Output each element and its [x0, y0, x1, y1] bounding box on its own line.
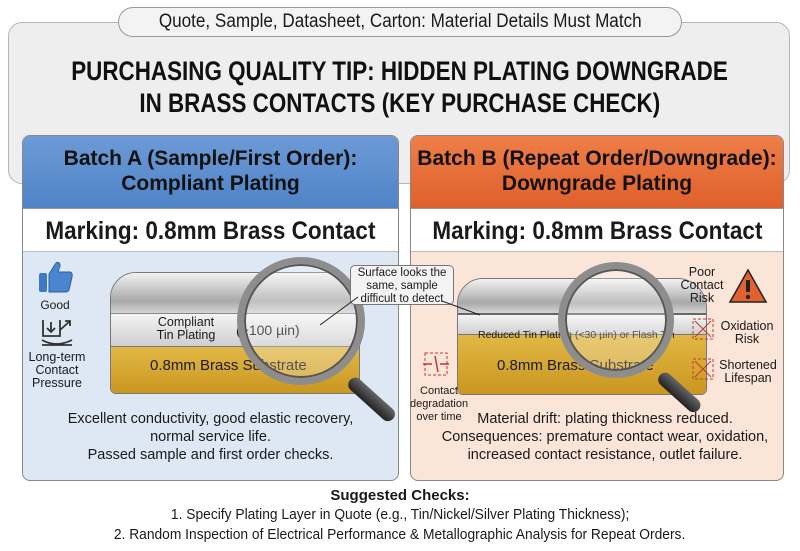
- shortened-lifespan-icon: [692, 358, 714, 380]
- banner: Quote, Sample, Datasheet, Carton: Materi…: [118, 7, 682, 37]
- callout-pointers: [319, 296, 481, 326]
- checks-item-1: 1. Specify Plating Layer in Quote (e.g.,…: [0, 506, 800, 523]
- magnifier-icon: [558, 262, 674, 378]
- page-title-line-1: PURCHASING QUALITY TIP: HIDDEN PLATING D…: [0, 56, 800, 87]
- banner-text: Quote, Sample, Datasheet, Carton: Materi…: [158, 11, 642, 32]
- batch-b-header: Batch B (Repeat Order/Downgrade): Downgr…: [411, 136, 783, 208]
- good-label: Good: [40, 298, 70, 312]
- desc-line: Excellent conductivity, good elastic rec…: [67, 411, 354, 427]
- batch-a-title: Batch A (Sample/First Order):: [63, 147, 358, 170]
- check-text: 1. Specify Plating Layer in Quote (e.g.,…: [170, 506, 630, 523]
- batch-a-subtitle: Compliant Plating: [121, 172, 300, 195]
- oxidation-icon: [692, 318, 714, 340]
- contact-degradation-icon: [422, 350, 450, 378]
- desc-line: Consequences: premature contact wear, ox…: [441, 429, 769, 445]
- batch-a-header: Batch A (Sample/First Order): Compliant …: [23, 136, 398, 208]
- batch-b-title: Batch B (Repeat Order/Downgrade):: [417, 147, 777, 170]
- pressure-label: Long-term Contact Pressure: [28, 350, 86, 390]
- batch-b-marking: Marking: 0.8mm Brass Contact: [411, 208, 783, 252]
- degradation-label: Contact degradation over time: [410, 385, 469, 423]
- pressure-icon: [40, 318, 74, 348]
- marking-text: Marking: 0.8mm Brass Contact: [431, 217, 763, 245]
- batch-b-subtitle: Downgrade Plating: [501, 172, 693, 195]
- thumbs-up-icon: [38, 260, 74, 294]
- magnifier-icon: [237, 257, 365, 385]
- callout-box: Surface looks the same, sample difficult…: [350, 265, 454, 305]
- page-title-line-2: IN BRASS CONTACTS (KEY PURCHASE CHECK): [0, 88, 800, 119]
- batch-a-panel: Batch A (Sample/First Order): Compliant …: [22, 135, 399, 481]
- desc-line: normal service life.: [150, 429, 271, 445]
- lifespan-label: Shortened Lifespan: [719, 358, 777, 385]
- batch-b-description: Material drift: plating thickness reduce…: [425, 410, 785, 464]
- oxidation-label: Oxidation Risk: [720, 319, 774, 346]
- title-text: IN BRASS CONTACTS (KEY PURCHASE CHECK): [139, 88, 661, 118]
- desc-line: increased contact resistance, outlet fai…: [467, 447, 743, 463]
- warning-icon: [728, 268, 768, 304]
- checks-item-2: 2. Random Inspection of Electrical Perfo…: [0, 526, 800, 543]
- poor-contact-label: Poor Contact Risk: [680, 265, 724, 305]
- title-text: PURCHASING QUALITY TIP: HIDDEN PLATING D…: [71, 56, 729, 86]
- desc-line: Passed sample and first order checks.: [87, 447, 334, 463]
- marking-text: Marking: 0.8mm Brass Contact: [45, 217, 376, 245]
- batch-a-marking: Marking: 0.8mm Brass Contact: [23, 208, 398, 252]
- desc-line: Material drift: plating thickness reduce…: [477, 411, 733, 427]
- checks-heading: Suggested Checks:: [330, 487, 470, 504]
- batch-a-description: Excellent conductivity, good elastic rec…: [22, 410, 399, 464]
- batch-a-plating-label: Compliant Tin Plating: [156, 315, 216, 342]
- check-text: 2. Random Inspection of Electrical Perfo…: [114, 526, 686, 543]
